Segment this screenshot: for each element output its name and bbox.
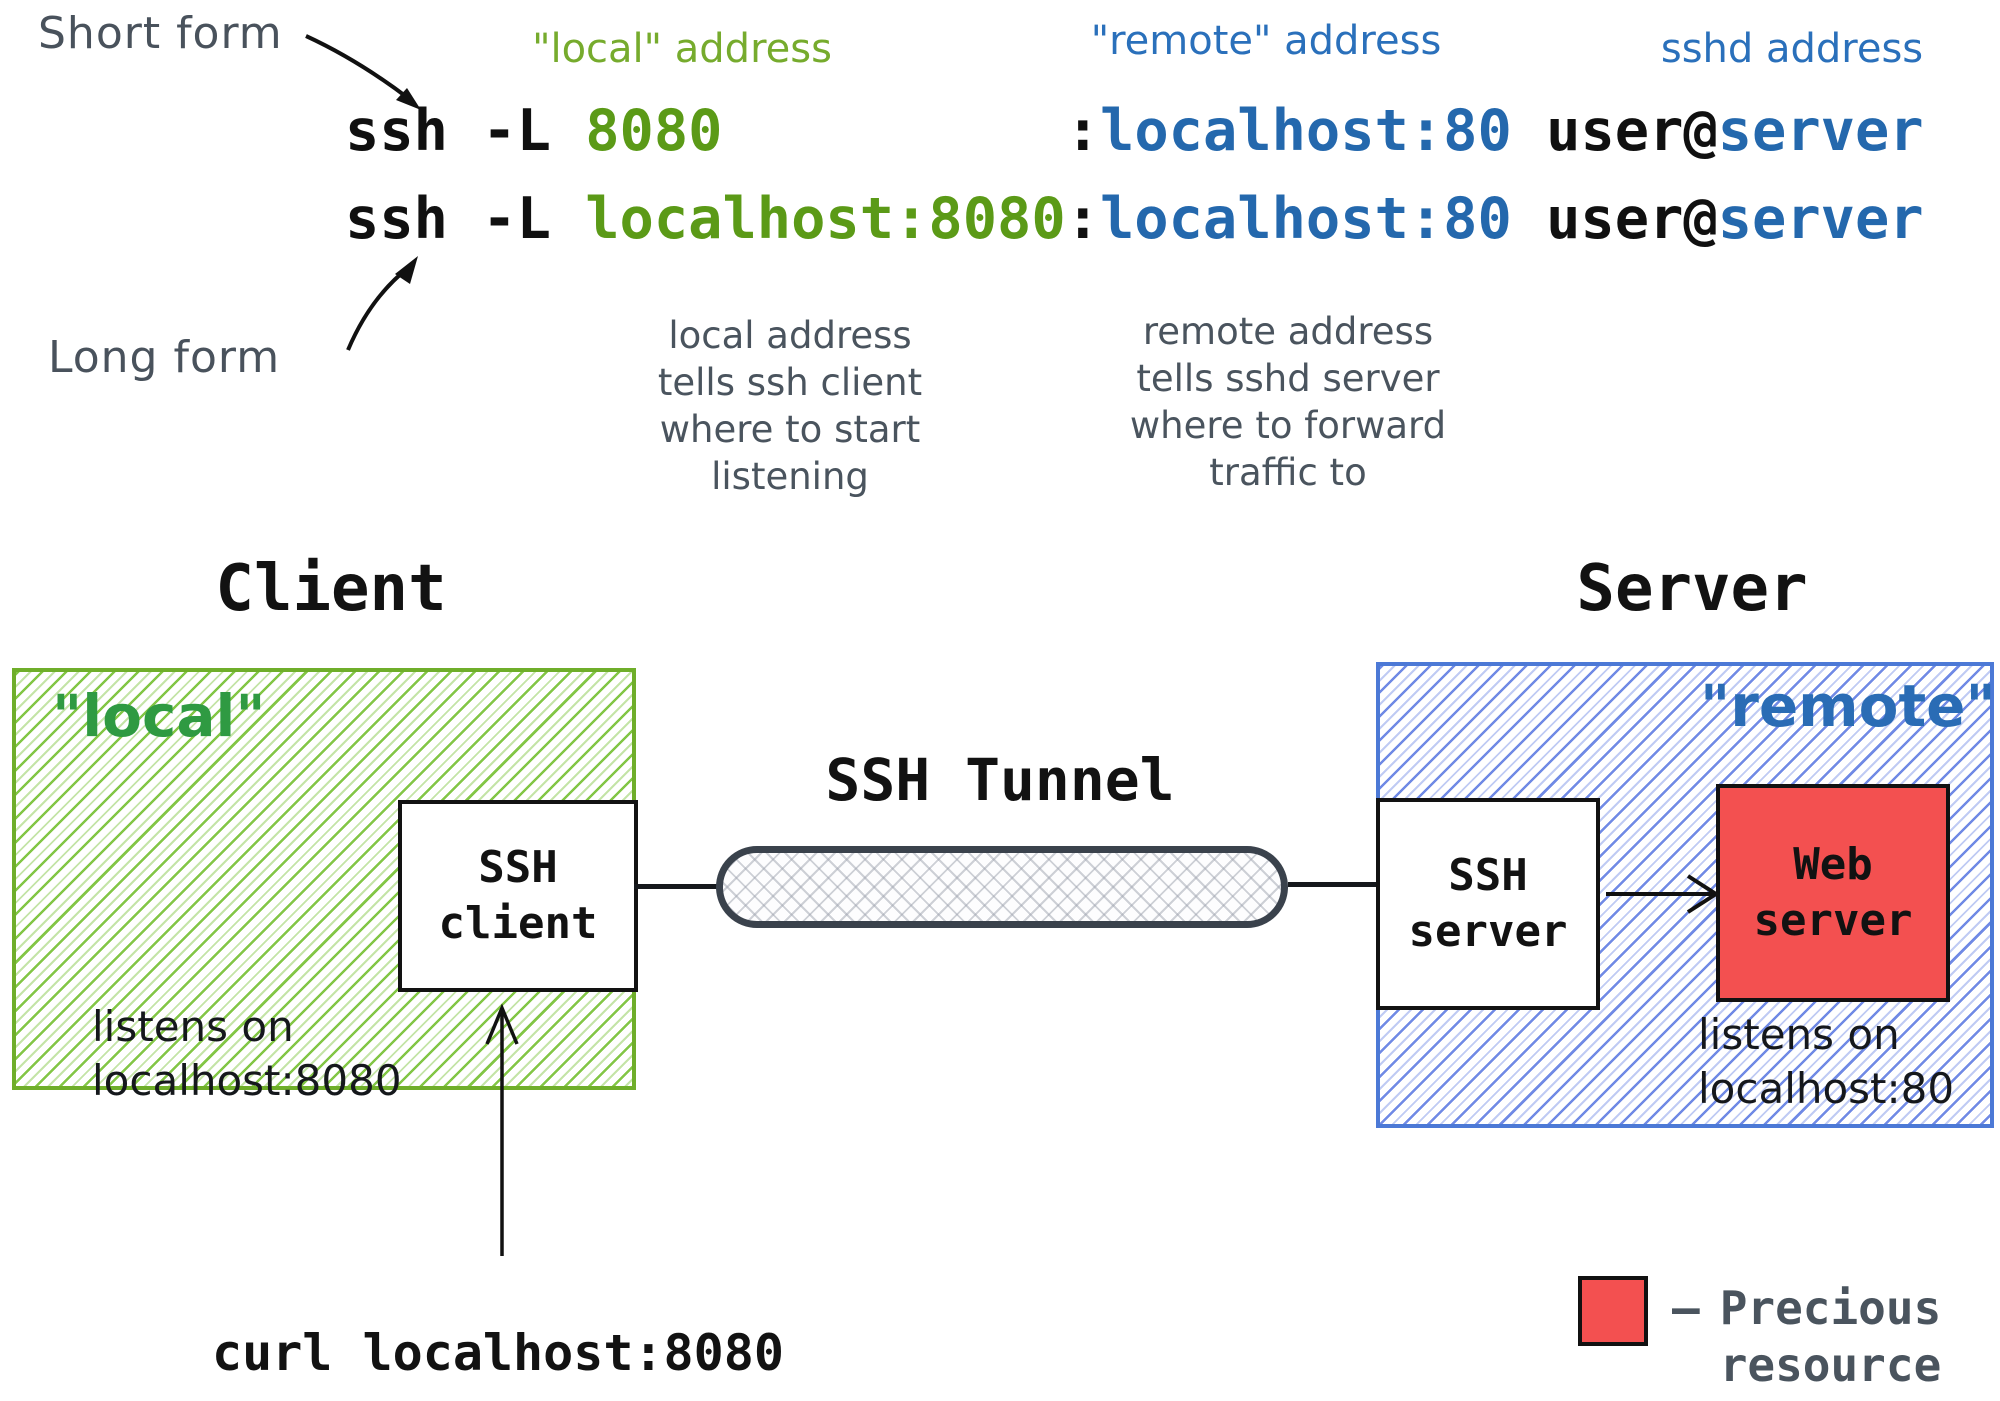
- cmd-token: server: [1717, 98, 1924, 164]
- legend-precious-swatch: [1578, 1276, 1648, 1346]
- tunnel-server-connector: [1288, 882, 1378, 887]
- cmd-token: user@: [1511, 186, 1718, 252]
- cmd-token: localhost:80: [1099, 186, 1512, 252]
- header-sshd-address: sshd address: [1660, 26, 1924, 72]
- header-local-address: "local" address: [532, 26, 832, 72]
- forward-arrow-icon: [1606, 874, 1720, 914]
- server-zone-label: "remote": [1700, 672, 1996, 740]
- cmd-token: :: [1065, 186, 1100, 252]
- web-server-box: Web server: [1716, 784, 1950, 1002]
- short-form-arrow-icon: [305, 34, 421, 110]
- client-zone-label: "local": [52, 682, 266, 750]
- cmd-token: :: [722, 98, 1100, 164]
- client-listens-label: listens on localhost:8080: [92, 1002, 402, 1105]
- curl-command: curl localhost:8080: [212, 1324, 784, 1382]
- ssh-tunnel: [716, 846, 1288, 928]
- short-form-label: Short form: [38, 8, 283, 59]
- legend: – Precious resource: [1672, 1280, 1941, 1394]
- ssh-command-short: ssh -L 8080 :localhost:80 user@server: [345, 98, 1924, 164]
- server-title: Server: [1576, 552, 1808, 626]
- cmd-token: ssh -L: [345, 186, 586, 252]
- cmd-token: server: [1717, 186, 1924, 252]
- header-remote-address: "remote" address: [1090, 18, 1442, 64]
- long-form-arrow-icon: [346, 256, 418, 351]
- cmd-token: localhost:8080: [585, 186, 1066, 252]
- client-tunnel-connector: [634, 884, 718, 889]
- legend-dash: –: [1672, 1281, 1700, 1335]
- legend-label: Precious resource: [1719, 1281, 1942, 1392]
- ssh-server-box: SSH server: [1376, 798, 1600, 1010]
- cmd-token: localhost:80: [1100, 98, 1512, 164]
- note-local-address: local address tells ssh client where to …: [657, 314, 923, 498]
- client-title: Client: [215, 552, 447, 626]
- note-remote-address: remote address tells sshd server where t…: [1129, 310, 1447, 494]
- cmd-token: user@: [1511, 98, 1718, 164]
- ssh-command-long: ssh -L localhost:8080:localhost:80 user@…: [345, 186, 1924, 252]
- curl-arrow-icon: [485, 1003, 519, 1256]
- cmd-token: 8080: [585, 98, 723, 164]
- server-listens-label: listens on localhost:80: [1698, 1010, 1955, 1113]
- long-form-label: Long form: [48, 332, 281, 383]
- ssh-client-box: SSH client: [398, 800, 638, 992]
- cmd-token: ssh -L: [345, 98, 586, 164]
- ssh-tunnel-title: SSH Tunnel: [825, 746, 1175, 814]
